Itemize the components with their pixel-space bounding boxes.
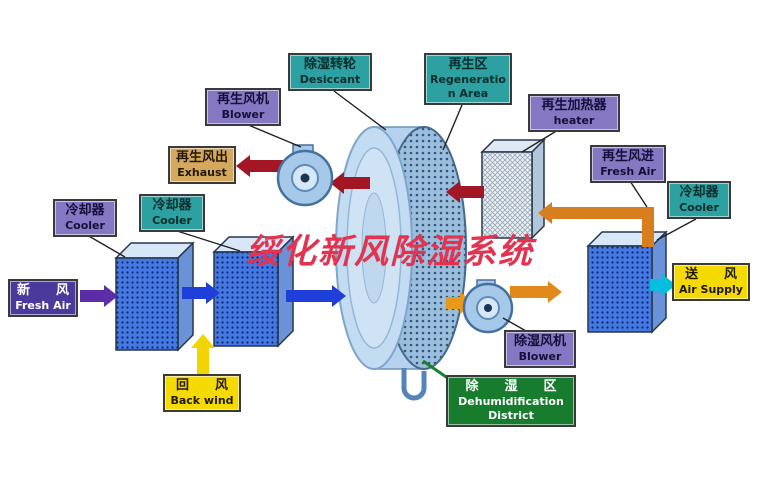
label-regen-exhaust-en: Exhaust <box>177 166 227 180</box>
label-regen-inlet-en: Fresh Air <box>600 165 656 179</box>
label-regen-blower: 再生风机 Blower <box>205 88 281 126</box>
label-dehum-district-zh: 除 湿 区 <box>465 379 557 394</box>
label-cooler-mid-left-zh: 冷却器 <box>152 198 192 213</box>
arrow-regen-inlet-elbow-orange <box>538 202 654 247</box>
label-regen-inlet-zh: 再生风进 <box>601 149 654 164</box>
label-fresh-air-inlet: 新 风 Fresh Air <box>8 279 78 317</box>
label-air-supply-zh: 送 风 <box>684 267 737 282</box>
label-regen-heater: 再生加热器 heater <box>528 94 620 132</box>
airflow-arrows <box>80 155 676 376</box>
label-dehum-district: 除 湿 区 Dehumidification District <box>446 375 576 427</box>
rotor-bottom-bracket <box>401 368 427 401</box>
arrow-fresh-air-purple <box>80 285 118 307</box>
label-cooler-mid-left: 冷却器 Cooler <box>139 194 205 232</box>
label-cooler-right-en: Cooler <box>679 201 719 215</box>
label-back-wind-en: Back wind <box>170 394 234 408</box>
label-cooler-far-left: 冷却器 Cooler <box>53 199 117 237</box>
label-regen-heater-en: heater <box>553 114 595 128</box>
label-regen-inlet: 再生风进 Fresh Air <box>590 145 666 183</box>
arrow-back-wind-yellow <box>191 334 215 376</box>
label-desiccant-wheel-en: Desiccant <box>299 73 361 87</box>
arrow-rotor-to-regen-fan-dark-red <box>330 172 370 194</box>
label-regen-area-en: Regeneration Area <box>430 73 506 100</box>
label-air-supply: 送 风 Air Supply <box>672 263 750 301</box>
label-regen-heater-zh: 再生加热器 <box>541 98 607 113</box>
label-regen-area-zh: 再生区 <box>448 57 488 72</box>
label-regen-blower-en: Blower <box>221 108 265 122</box>
label-dehum-blower: 除湿风机 Blower <box>504 330 576 368</box>
label-cooler-mid-left-en: Cooler <box>152 214 192 228</box>
label-air-supply-en: Air Supply <box>679 283 743 297</box>
label-regen-area: 再生区 Regeneration Area <box>424 53 512 105</box>
desiccant-rotor <box>335 126 467 401</box>
label-cooler-right: 冷却器 Cooler <box>667 181 731 219</box>
label-desiccant-wheel: 除湿转轮 Desiccant <box>288 53 372 91</box>
arrow-heater-to-rotor-dark-red <box>446 181 484 203</box>
label-cooler-far-left-en: Cooler <box>65 219 105 233</box>
arrow-exhaust-dark-red <box>236 155 286 177</box>
regen-heater-box <box>480 138 546 240</box>
arrow-fan-to-cooler-orange <box>510 281 562 303</box>
label-dehum-blower-en: Blower <box>518 350 562 364</box>
label-back-wind-zh: 回 风 <box>175 378 228 393</box>
arrow-process-blue-2 <box>286 285 346 307</box>
label-regen-exhaust-zh: 再生风出 <box>175 150 228 165</box>
arrow-process-blue-1 <box>182 282 220 304</box>
arrow-air-supply-cyan <box>650 274 676 296</box>
label-dehum-district-en: Dehumidification District <box>458 395 564 422</box>
label-fresh-air-inlet-en: Fresh Air <box>15 299 71 313</box>
label-dehum-blower-zh: 除湿风机 <box>513 334 566 349</box>
label-cooler-right-zh: 冷却器 <box>679 185 719 200</box>
label-back-wind: 回 风 Back wind <box>163 374 241 412</box>
label-desiccant-wheel-zh: 除湿转轮 <box>303 57 356 72</box>
left-cooler-box-inner <box>212 235 295 348</box>
left-cooler-box-outer <box>114 241 195 352</box>
dehum-fan <box>462 279 514 334</box>
regen-fan <box>276 144 334 207</box>
label-regen-exhaust: 再生风出 Exhaust <box>168 146 236 184</box>
label-cooler-far-left-zh: 冷却器 <box>65 203 105 218</box>
label-fresh-air-inlet-zh: 新 风 <box>16 283 69 298</box>
label-regen-blower-zh: 再生风机 <box>216 92 269 107</box>
